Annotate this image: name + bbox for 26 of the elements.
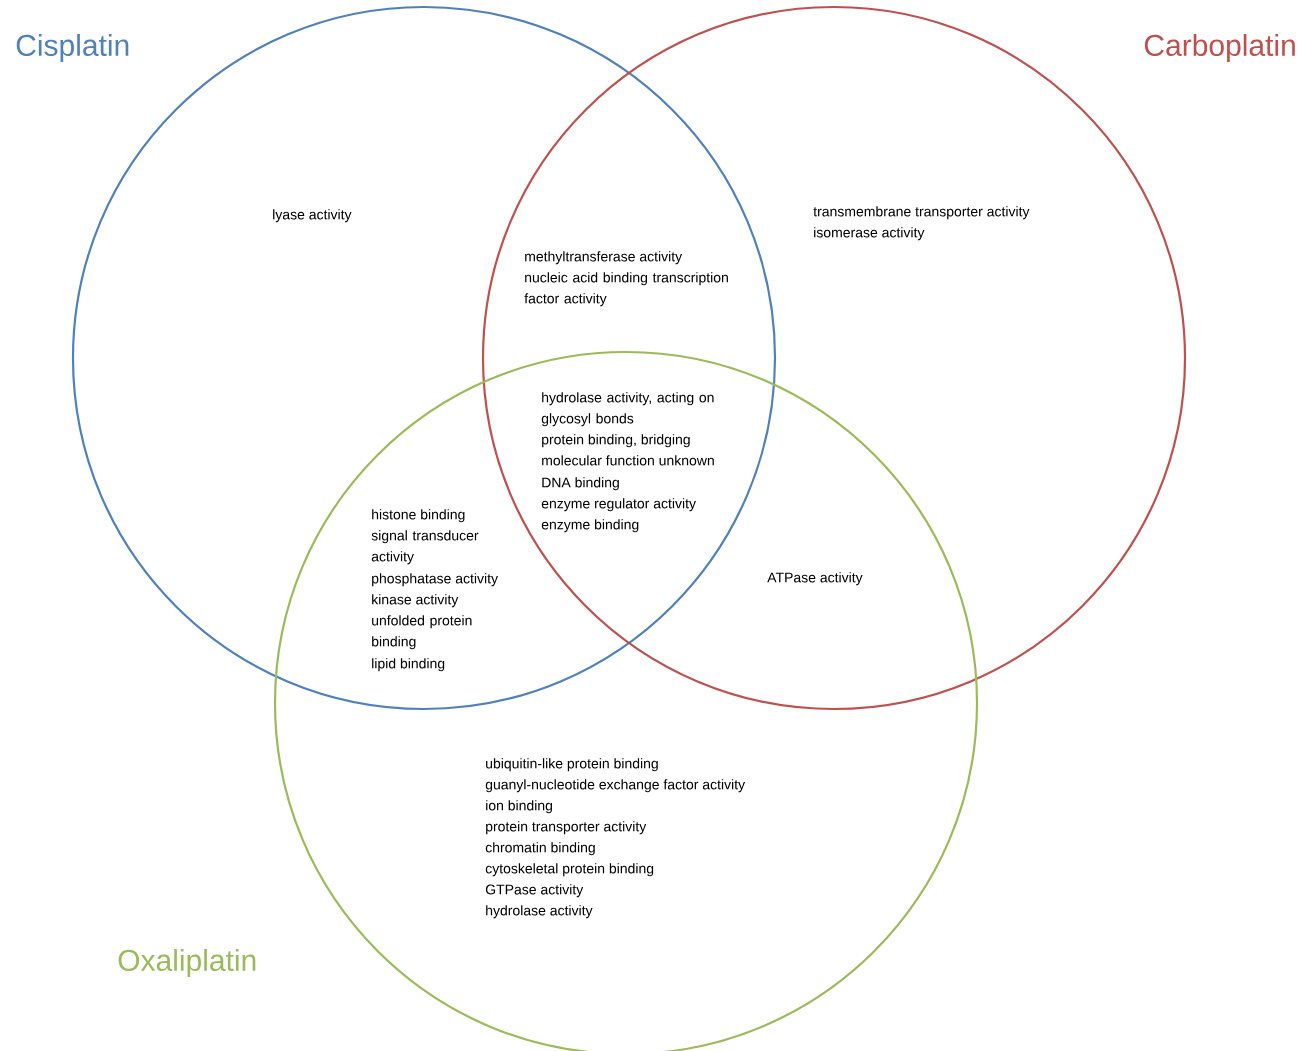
region-label: chromatin binding [485, 842, 595, 856]
region-label: molecular function unknown [542, 455, 714, 466]
region-label: lyase activity [273, 209, 352, 223]
region-label: histone binding [372, 509, 465, 523]
region-label: methyltransferase activity [525, 251, 683, 265]
region-label: lipid binding [372, 658, 445, 672]
region-label: transmembrane transporter activity [813, 206, 1030, 220]
region-label: DNA binding [542, 477, 619, 491]
region-label: kinase activity [372, 594, 459, 608]
region-label: protein binding, bridging [542, 434, 690, 448]
region-label: phosphatase activity [372, 573, 498, 587]
region-label: ubiquitin-like protein binding [486, 758, 658, 772]
region-label: hydrolase activity [486, 905, 593, 919]
region-label: guanyl-nucleotide exchange factor activity [485, 779, 746, 793]
set-title: Oxaliplatin [118, 949, 256, 977]
region-label: isomerase activity [814, 227, 925, 241]
region-label: enzyme regulator activity [541, 498, 696, 512]
region-label: nucleic acid binding transcription factor activity [524, 272, 728, 307]
region-label: ATPase activity [767, 572, 863, 586]
set-title: Carboplatin [1144, 34, 1295, 62]
region-label: protein transporter activity [486, 821, 647, 835]
region-label: GTPase activity [485, 884, 584, 898]
region-label: cytoskeletal protein binding [485, 863, 654, 877]
set-title: Cisplatin [16, 34, 129, 62]
region-label: enzyme binding [541, 519, 639, 533]
region-label: ion binding [486, 800, 552, 814]
